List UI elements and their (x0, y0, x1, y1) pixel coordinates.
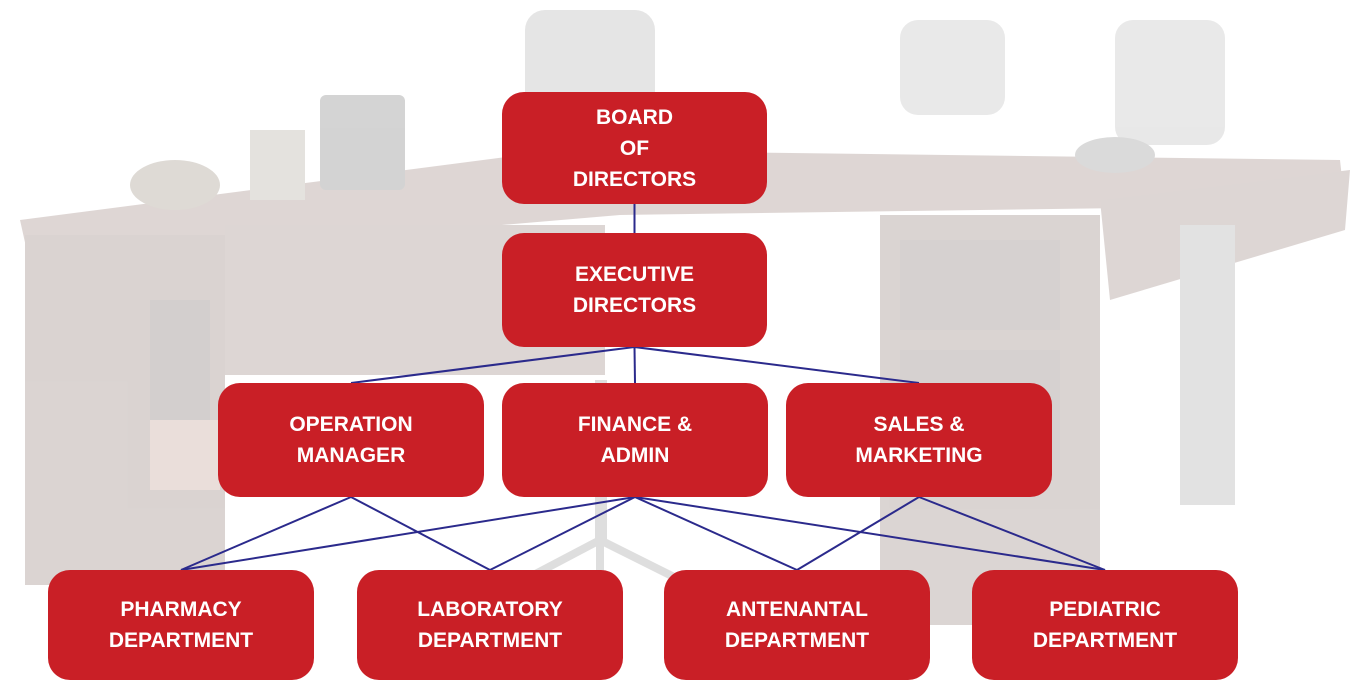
executive-directors-label: EXECUTIVE DIRECTORS (572, 263, 697, 317)
connector-operation-pharmacy (180, 496, 352, 571)
connector-sales-antenantal (796, 496, 920, 571)
connector-operation-laboratory (350, 496, 491, 571)
operation-manager-node: OPERATION MANAGER (218, 383, 484, 497)
antenantal-department-node: ANTENANTAL DEPARTMENT (664, 570, 930, 680)
connector-finance-pharmacy (180, 496, 636, 571)
connector-executive-operation (350, 346, 635, 384)
laboratory-department-node: LABORATORY DEPARTMENT (357, 570, 623, 680)
operation-manager-label: OPERATION MANAGER (289, 413, 413, 467)
executive-directors-node: EXECUTIVE DIRECTORS (502, 233, 767, 347)
pediatric-department-node: PEDIATRIC DEPARTMENT (972, 570, 1238, 680)
board-of-directors-label: BOARD OF DIRECTORS (572, 105, 697, 191)
connector-finance-antenantal (634, 496, 798, 571)
pediatric-department-label: PEDIATRIC DEPARTMENT (1032, 598, 1178, 652)
laboratory-department-label: LABORATORY DEPARTMENT (417, 598, 563, 652)
finance-admin-label: FINANCE & ADMIN (577, 413, 693, 467)
connector-finance-laboratory (489, 496, 636, 571)
board-of-directors-node: BOARD OF DIRECTORS (502, 92, 767, 204)
connector-executive-finance (633, 346, 636, 384)
finance-admin-node: FINANCE & ADMIN (502, 383, 768, 497)
pharmacy-department-label: PHARMACY DEPARTMENT (108, 598, 254, 652)
connector-finance-pediatric (634, 496, 1106, 571)
sales-marketing-label: SALES & MARKETING (855, 413, 983, 467)
connector-executive-sales (634, 346, 920, 384)
pharmacy-department-node: PHARMACY DEPARTMENT (48, 570, 314, 680)
antenantal-department-label: ANTENANTAL DEPARTMENT (724, 598, 870, 652)
sales-marketing-node: SALES & MARKETING (786, 383, 1052, 497)
connector-sales-pediatric (918, 496, 1106, 571)
